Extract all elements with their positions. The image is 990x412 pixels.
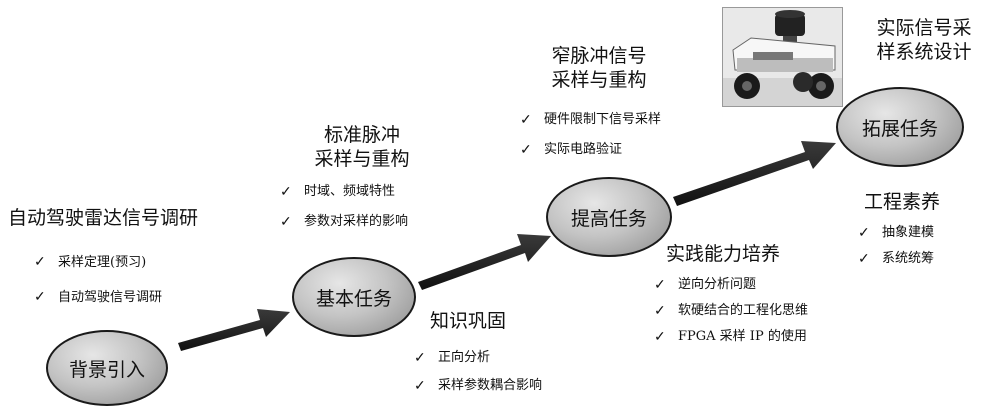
check-icon: ✓ <box>34 289 46 305</box>
list-item: ✓软硬结合的工程化思维 <box>654 298 808 324</box>
background-list: ✓采样定理(预习) ✓自动驾驶信号调研 <box>34 245 162 315</box>
list-item: ✓自动驾驶信号调研 <box>34 280 162 315</box>
title-line: 样系统设计 <box>876 41 972 63</box>
title-line: 窄脉冲信号 <box>551 45 647 67</box>
stage-label: 拓展任务 <box>861 117 938 140</box>
check-icon: ✓ <box>520 112 532 128</box>
list-item: ✓采样定理(预习) <box>34 245 162 280</box>
stage-background-intro: 背景引入 <box>46 330 168 406</box>
list-item: ✓参数对采样的影响 <box>280 207 408 237</box>
title-line: 标准脉冲 <box>323 124 400 146</box>
engineering-title: 工程素养 <box>864 191 941 213</box>
knowledge-title: 知识巩固 <box>430 310 507 332</box>
stage-basic-task: 基本任务 <box>292 257 416 337</box>
list-item: ✓正向分析 <box>414 344 542 372</box>
check-icon: ✓ <box>414 378 426 394</box>
narrow-pulse-list: ✓硬件限制下信号采样 ✓实际电路验证 <box>520 105 661 165</box>
check-icon: ✓ <box>34 254 46 270</box>
stage-label: 基本任务 <box>315 287 392 310</box>
list-item: ✓采样参数耦合影响 <box>414 372 542 400</box>
practice-list: ✓逆向分析问题 ✓软硬结合的工程化思维 ✓FPGA 采样 IP 的使用 <box>654 272 808 350</box>
check-icon: ✓ <box>858 251 870 267</box>
stage-label: 背景引入 <box>68 358 145 381</box>
standard-pulse-list: ✓时域、频域特性 ✓参数对采样的影响 <box>280 177 408 237</box>
knowledge-list: ✓正向分析 ✓采样参数耦合影响 <box>414 344 542 400</box>
check-icon: ✓ <box>654 303 666 319</box>
stage-advanced-task: 提高任务 <box>546 177 672 257</box>
list-item: ✓实际电路验证 <box>520 135 661 165</box>
list-item: ✓逆向分析问题 <box>654 272 808 298</box>
list-item: ✓抽象建模 <box>858 220 934 246</box>
practice-title: 实践能力培养 <box>666 243 781 265</box>
check-icon: ✓ <box>654 329 666 345</box>
list-item: ✓硬件限制下信号采样 <box>520 105 661 135</box>
check-icon: ✓ <box>858 225 870 241</box>
engineering-list: ✓抽象建模 ✓系统统筹 <box>858 220 934 272</box>
title-line: 实际信号采 <box>876 17 972 39</box>
stage-label: 提高任务 <box>570 207 647 230</box>
check-icon: ✓ <box>280 184 292 200</box>
title-line: 采样与重构 <box>314 148 410 170</box>
narrow-pulse-title: 窄脉冲信号 采样与重构 <box>524 44 674 92</box>
check-icon: ✓ <box>414 350 426 366</box>
vehicle-photo <box>722 7 843 107</box>
stage-extended-task: 拓展任务 <box>836 87 964 167</box>
actual-system-title: 实际信号采 样系统设计 <box>862 16 986 64</box>
check-icon: ✓ <box>280 214 292 230</box>
check-icon: ✓ <box>654 277 666 293</box>
arrow-2 <box>418 234 551 290</box>
title-line: 采样与重构 <box>551 69 647 91</box>
background-title: 自动驾驶雷达信号调研 <box>8 207 199 229</box>
standard-pulse-title: 标准脉冲 采样与重构 <box>296 123 428 171</box>
list-item: ✓FPGA 采样 IP 的使用 <box>654 324 808 350</box>
list-item: ✓时域、频域特性 <box>280 177 408 207</box>
arrow-1 <box>178 309 290 351</box>
list-item: ✓系统统筹 <box>858 246 934 272</box>
check-icon: ✓ <box>520 142 532 158</box>
arrow-3 <box>673 141 836 206</box>
